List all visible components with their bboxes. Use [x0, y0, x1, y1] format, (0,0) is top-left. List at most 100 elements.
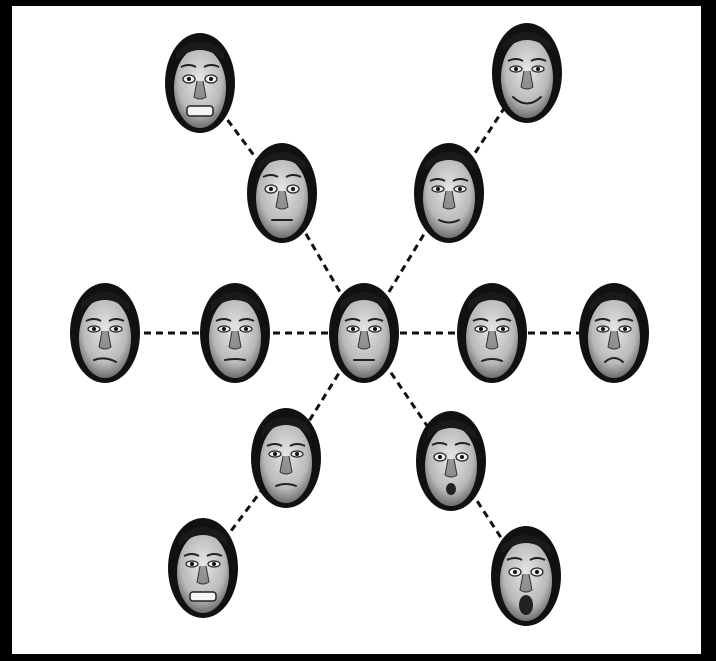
nose — [196, 565, 210, 585]
left-pupil — [601, 327, 605, 331]
right-pupil — [212, 562, 216, 566]
face-right-2 — [579, 283, 649, 383]
mouth — [512, 96, 542, 105]
right-pupil — [114, 327, 118, 331]
nose — [485, 330, 499, 350]
hair-fringe — [81, 292, 129, 311]
right-eyebrow — [367, 318, 384, 322]
mouth-teeth — [186, 105, 214, 117]
left-eyebrow — [262, 174, 279, 178]
mouth — [604, 357, 624, 363]
left-pupil — [513, 570, 517, 574]
right-eyebrow — [289, 443, 306, 447]
mouth — [224, 358, 246, 361]
right-pupil — [295, 452, 299, 456]
right-eyebrow — [530, 58, 547, 62]
left-pupil — [273, 452, 277, 456]
right-pupil — [623, 327, 627, 331]
hair-fringe — [211, 292, 259, 311]
face-lower-right-1 — [416, 411, 486, 511]
right-pupil — [501, 327, 505, 331]
mouth — [481, 358, 503, 362]
face-upper-right-2 — [492, 23, 562, 123]
hair-fringe — [340, 292, 388, 311]
left-eyebrow — [85, 318, 102, 322]
right-eyebrow — [495, 318, 512, 322]
hair-fringe — [176, 42, 224, 61]
right-pupil — [291, 187, 295, 191]
nose — [444, 458, 458, 478]
face-upper-right-1 — [414, 143, 484, 243]
left-eyebrow — [472, 318, 489, 322]
hair-fringe — [502, 535, 550, 554]
nose — [275, 190, 289, 210]
face-left-1 — [200, 283, 270, 383]
right-pupil — [373, 327, 377, 331]
hair-fringe — [590, 292, 638, 311]
nose — [279, 455, 293, 475]
face-center-neutral — [329, 283, 399, 383]
left-eyebrow — [506, 557, 523, 561]
left-pupil — [514, 67, 518, 71]
left-pupil — [436, 187, 440, 191]
right-pupil — [458, 187, 462, 191]
left-eyebrow — [429, 178, 446, 182]
mouth — [93, 357, 117, 363]
mouth — [438, 219, 460, 224]
left-pupil — [190, 562, 194, 566]
right-eyebrow — [529, 557, 546, 561]
left-eyebrow — [215, 318, 232, 322]
right-pupil — [244, 327, 248, 331]
right-eyebrow — [238, 318, 255, 322]
mouth — [275, 483, 297, 487]
nose — [607, 330, 621, 350]
face-upper-left-2 — [165, 33, 235, 133]
hair-fringe — [503, 32, 551, 51]
left-eyebrow — [594, 318, 611, 322]
mouth — [446, 483, 456, 495]
face-right-1 — [457, 283, 527, 383]
right-eyebrow — [108, 318, 125, 322]
mouth — [519, 595, 533, 615]
hair-fringe — [258, 152, 306, 171]
right-eyebrow — [454, 442, 471, 446]
left-pupil — [351, 327, 355, 331]
face-upper-left-1 — [247, 143, 317, 243]
right-eyebrow — [452, 178, 469, 182]
nose — [98, 330, 112, 350]
face-nodes — [70, 23, 649, 626]
right-pupil — [535, 570, 539, 574]
left-eyebrow — [507, 58, 524, 62]
left-pupil — [222, 327, 226, 331]
left-pupil — [92, 327, 96, 331]
hair-fringe — [179, 527, 227, 546]
face-left-2 — [70, 283, 140, 383]
right-pupil — [460, 455, 464, 459]
left-eyebrow — [431, 442, 448, 446]
nose — [520, 70, 534, 90]
hair-fringe — [425, 152, 473, 171]
left-eyebrow — [180, 64, 197, 68]
left-pupil — [479, 327, 483, 331]
nose — [357, 330, 371, 350]
right-pupil — [209, 77, 213, 81]
left-eyebrow — [266, 443, 283, 447]
hair-fringe — [262, 417, 310, 436]
left-pupil — [438, 455, 442, 459]
right-eyebrow — [206, 553, 223, 557]
left-pupil — [187, 77, 191, 81]
face-lower-right-2 — [491, 526, 561, 626]
left-eyebrow — [344, 318, 361, 322]
face-lower-left-2 — [168, 518, 238, 618]
face-lower-left-1 — [251, 408, 321, 508]
nose — [442, 190, 456, 210]
nose — [228, 330, 242, 350]
nose — [193, 80, 207, 100]
left-pupil — [269, 187, 273, 191]
right-pupil — [536, 67, 540, 71]
right-eyebrow — [617, 318, 634, 322]
left-eyebrow — [183, 553, 200, 557]
hair-fringe — [427, 420, 475, 439]
hair-fringe — [468, 292, 516, 311]
